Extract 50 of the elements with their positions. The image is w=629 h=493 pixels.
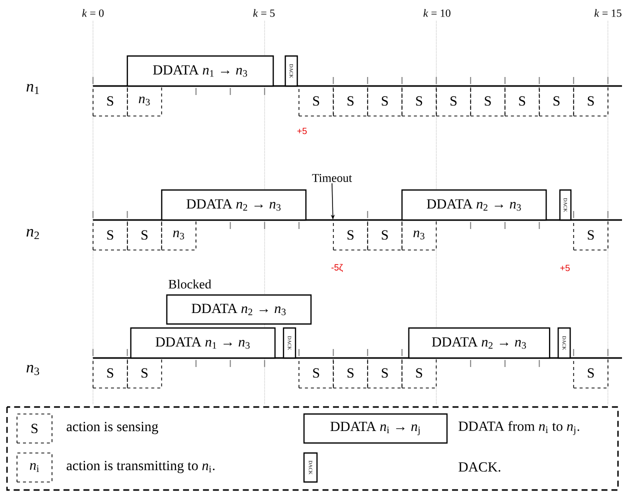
slot-box: n$_{3}$ bbox=[402, 220, 437, 250]
slot-box: S bbox=[332, 86, 368, 116]
slot-box: S bbox=[367, 86, 402, 116]
slot-box: S bbox=[402, 358, 437, 388]
slot-box: S bbox=[332, 220, 368, 250]
slot-box: S bbox=[92, 358, 128, 388]
offset-label: +5 bbox=[297, 128, 307, 134]
row-label: n$_{1}$ bbox=[26, 84, 39, 94]
slot-box: S bbox=[126, 358, 162, 388]
slot-box: S bbox=[298, 86, 334, 116]
slot-box: S bbox=[573, 358, 608, 388]
tick-label: k = 10 bbox=[424, 9, 450, 17]
tick-label: k = 15 bbox=[594, 9, 622, 17]
slot-box: n$_{i}$ bbox=[16, 452, 52, 482]
frame-box: DDATA n$_{2}$ → n$_{3}$ bbox=[408, 327, 550, 359]
offset-label: -5ζ bbox=[331, 264, 343, 272]
frame-box: DDATA n$_{2}$ → n$_{3}$ bbox=[166, 294, 312, 325]
slot-box: n$_{3}$ bbox=[161, 220, 196, 250]
box-caption: Blocked bbox=[168, 279, 212, 289]
frame-box: DDATA n$_{2}$ → n$_{3}$ bbox=[161, 189, 306, 221]
legend-text: action is transmitting to n$_{i}$. bbox=[66, 460, 215, 474]
frame-box: DDATA n$_{2}$ → n$_{3}$ bbox=[401, 189, 547, 221]
slot-box: S bbox=[367, 358, 402, 388]
slot-box: n$_{3}$ bbox=[126, 86, 162, 116]
slot-box: S bbox=[92, 86, 128, 116]
slot-box: S bbox=[367, 220, 402, 250]
slot-box: S bbox=[92, 220, 128, 250]
slot-box: S bbox=[538, 86, 574, 116]
slot-box: S bbox=[126, 220, 162, 250]
slot-box: S bbox=[298, 358, 334, 388]
frame-box: DDATA n$_{1}$ → n$_{3}$ bbox=[126, 55, 274, 87]
row-label: n$_{2}$ bbox=[26, 228, 39, 240]
frame-box: DDATA n$_{1}$ → n$_{3}$ bbox=[130, 327, 276, 359]
frame-box: DDATA n$_{i}$ → n$_{j}$ bbox=[303, 413, 448, 444]
slot-box: S bbox=[470, 86, 506, 116]
slot-box: S bbox=[573, 220, 608, 250]
slot-box: S bbox=[402, 86, 437, 116]
slot-box: S bbox=[16, 414, 52, 444]
timeout-label: Timeout bbox=[312, 174, 352, 182]
row-label: n$_{3}$ bbox=[26, 364, 40, 376]
tick-label: k = 5 bbox=[253, 9, 275, 17]
legend-text: DDATA from n$_{i}$ to n$_{j}$. bbox=[458, 420, 580, 436]
slot-box: S bbox=[504, 86, 540, 116]
legend-text: DACK. bbox=[458, 462, 500, 472]
slot-box: S bbox=[573, 86, 608, 116]
slot-box: S bbox=[332, 358, 368, 388]
slot-box: S bbox=[436, 86, 472, 116]
offset-label: +5 bbox=[560, 264, 570, 272]
legend-text: action is sensing bbox=[66, 422, 158, 434]
tick-label: k = 0 bbox=[82, 9, 104, 17]
